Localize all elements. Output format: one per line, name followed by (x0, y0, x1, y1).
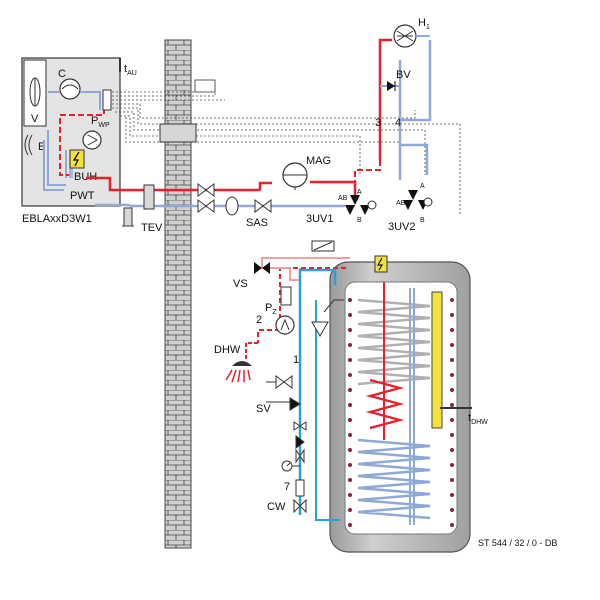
main-flow-to-3uv1 (310, 180, 357, 195)
cw-label: CW (267, 501, 286, 513)
refrigerant-loop (47, 91, 101, 186)
sv-label: SV (256, 403, 271, 415)
main-return-pipe (95, 203, 345, 208)
sas-icon (225, 196, 239, 216)
port-3-label: 3 (375, 117, 381, 129)
port-2-label: 2 (256, 314, 262, 326)
plate-heat-exchanger-label: PWT (70, 190, 95, 202)
heating-return-riser (398, 40, 432, 180)
unit-name-label: EBLAxxD3W1 (22, 213, 92, 225)
heater-bolt-icon (69, 149, 85, 169)
pz-label: PZ (265, 302, 277, 316)
sas-label: SAS (246, 217, 268, 229)
fan-icon (29, 77, 41, 107)
tank-model-label: ST 544 / 32 / 0 - DB (478, 538, 557, 548)
tev-label: TEV (141, 222, 163, 234)
pump-icon (82, 130, 102, 150)
evaporator-icon (24, 134, 33, 156)
tank-heater-rod (431, 291, 443, 429)
pressure-gauge-icon (281, 460, 300, 472)
three-way-valve-icon (345, 195, 377, 215)
tank-coil-gray (357, 298, 431, 386)
3uv2-ab-label: AB (396, 200, 406, 207)
filter-7 (295, 479, 305, 497)
port-4-label: 4 (395, 117, 401, 129)
pump-icon-pz (275, 315, 295, 335)
heating-flow-riser (378, 38, 392, 160)
port-7-label: 7 (284, 481, 290, 493)
3uv1-ab-label: AB (338, 195, 348, 202)
control-cables (112, 85, 461, 215)
wall-conduit (159, 123, 197, 143)
fan-label: V (31, 113, 39, 125)
control-terminal (102, 89, 112, 111)
tank-insulation-dots (348, 298, 454, 527)
compressor-label: C (58, 68, 66, 80)
pz-sensor-box (280, 286, 292, 306)
3uv1-a-label: A (357, 189, 362, 196)
main-flow-pipe (86, 176, 272, 192)
internal-flow-dashed (59, 108, 105, 176)
outdoor-temp-label: tAU (124, 63, 137, 77)
heating-flow-dashed (354, 160, 381, 195)
vs-label: VS (233, 278, 248, 290)
shower-icon (225, 361, 252, 383)
cold-water-fittings (266, 375, 307, 464)
dhw-label: DHW (214, 344, 241, 356)
vs-valve-icon (254, 262, 270, 274)
tank-coil-red (365, 378, 405, 430)
3uv2-a-label: A (420, 183, 425, 190)
cold-water-pipe (298, 268, 337, 515)
compressor-icon (59, 78, 81, 100)
shutoff-valves (197, 183, 272, 213)
cw-valve-icon (293, 498, 307, 514)
tank-heat-tube (409, 288, 415, 525)
backup-heater-label: BUH (74, 171, 97, 183)
masonry-wall (164, 39, 192, 549)
tank-inlet-funnel (311, 299, 344, 338)
wall-socket (194, 79, 216, 93)
mag-label: MAG (306, 155, 331, 167)
bypass-valve-label: BV (396, 69, 411, 81)
refrigerant-return (43, 140, 64, 191)
evaporator-label: E (38, 141, 45, 153)
dhw-outlet-dashed (245, 342, 258, 360)
expansion-vessel-icon (282, 162, 308, 190)
heater-bolt-icon-tank (374, 255, 388, 273)
check-valve-mark (313, 241, 333, 251)
tev-icon (122, 184, 155, 227)
port-1-label: 1 (293, 354, 299, 366)
tank-coil-blue (357, 438, 431, 520)
tank-temp-label: tDHW (468, 412, 488, 426)
3uv1-label: 3UV1 (306, 213, 334, 225)
3uv2-b-label: B (420, 217, 425, 224)
bypass-valve-icon (387, 81, 396, 91)
heating-circuit-label: H1 (418, 17, 430, 31)
radiator-icon (393, 24, 417, 48)
3uv1-b-label: B (357, 217, 362, 224)
pump-label: PWP (91, 115, 110, 129)
three-way-valve-icon-2 (403, 190, 433, 210)
cold-water-tank-feed (315, 300, 340, 521)
3uv2-label: 3UV2 (388, 221, 416, 233)
